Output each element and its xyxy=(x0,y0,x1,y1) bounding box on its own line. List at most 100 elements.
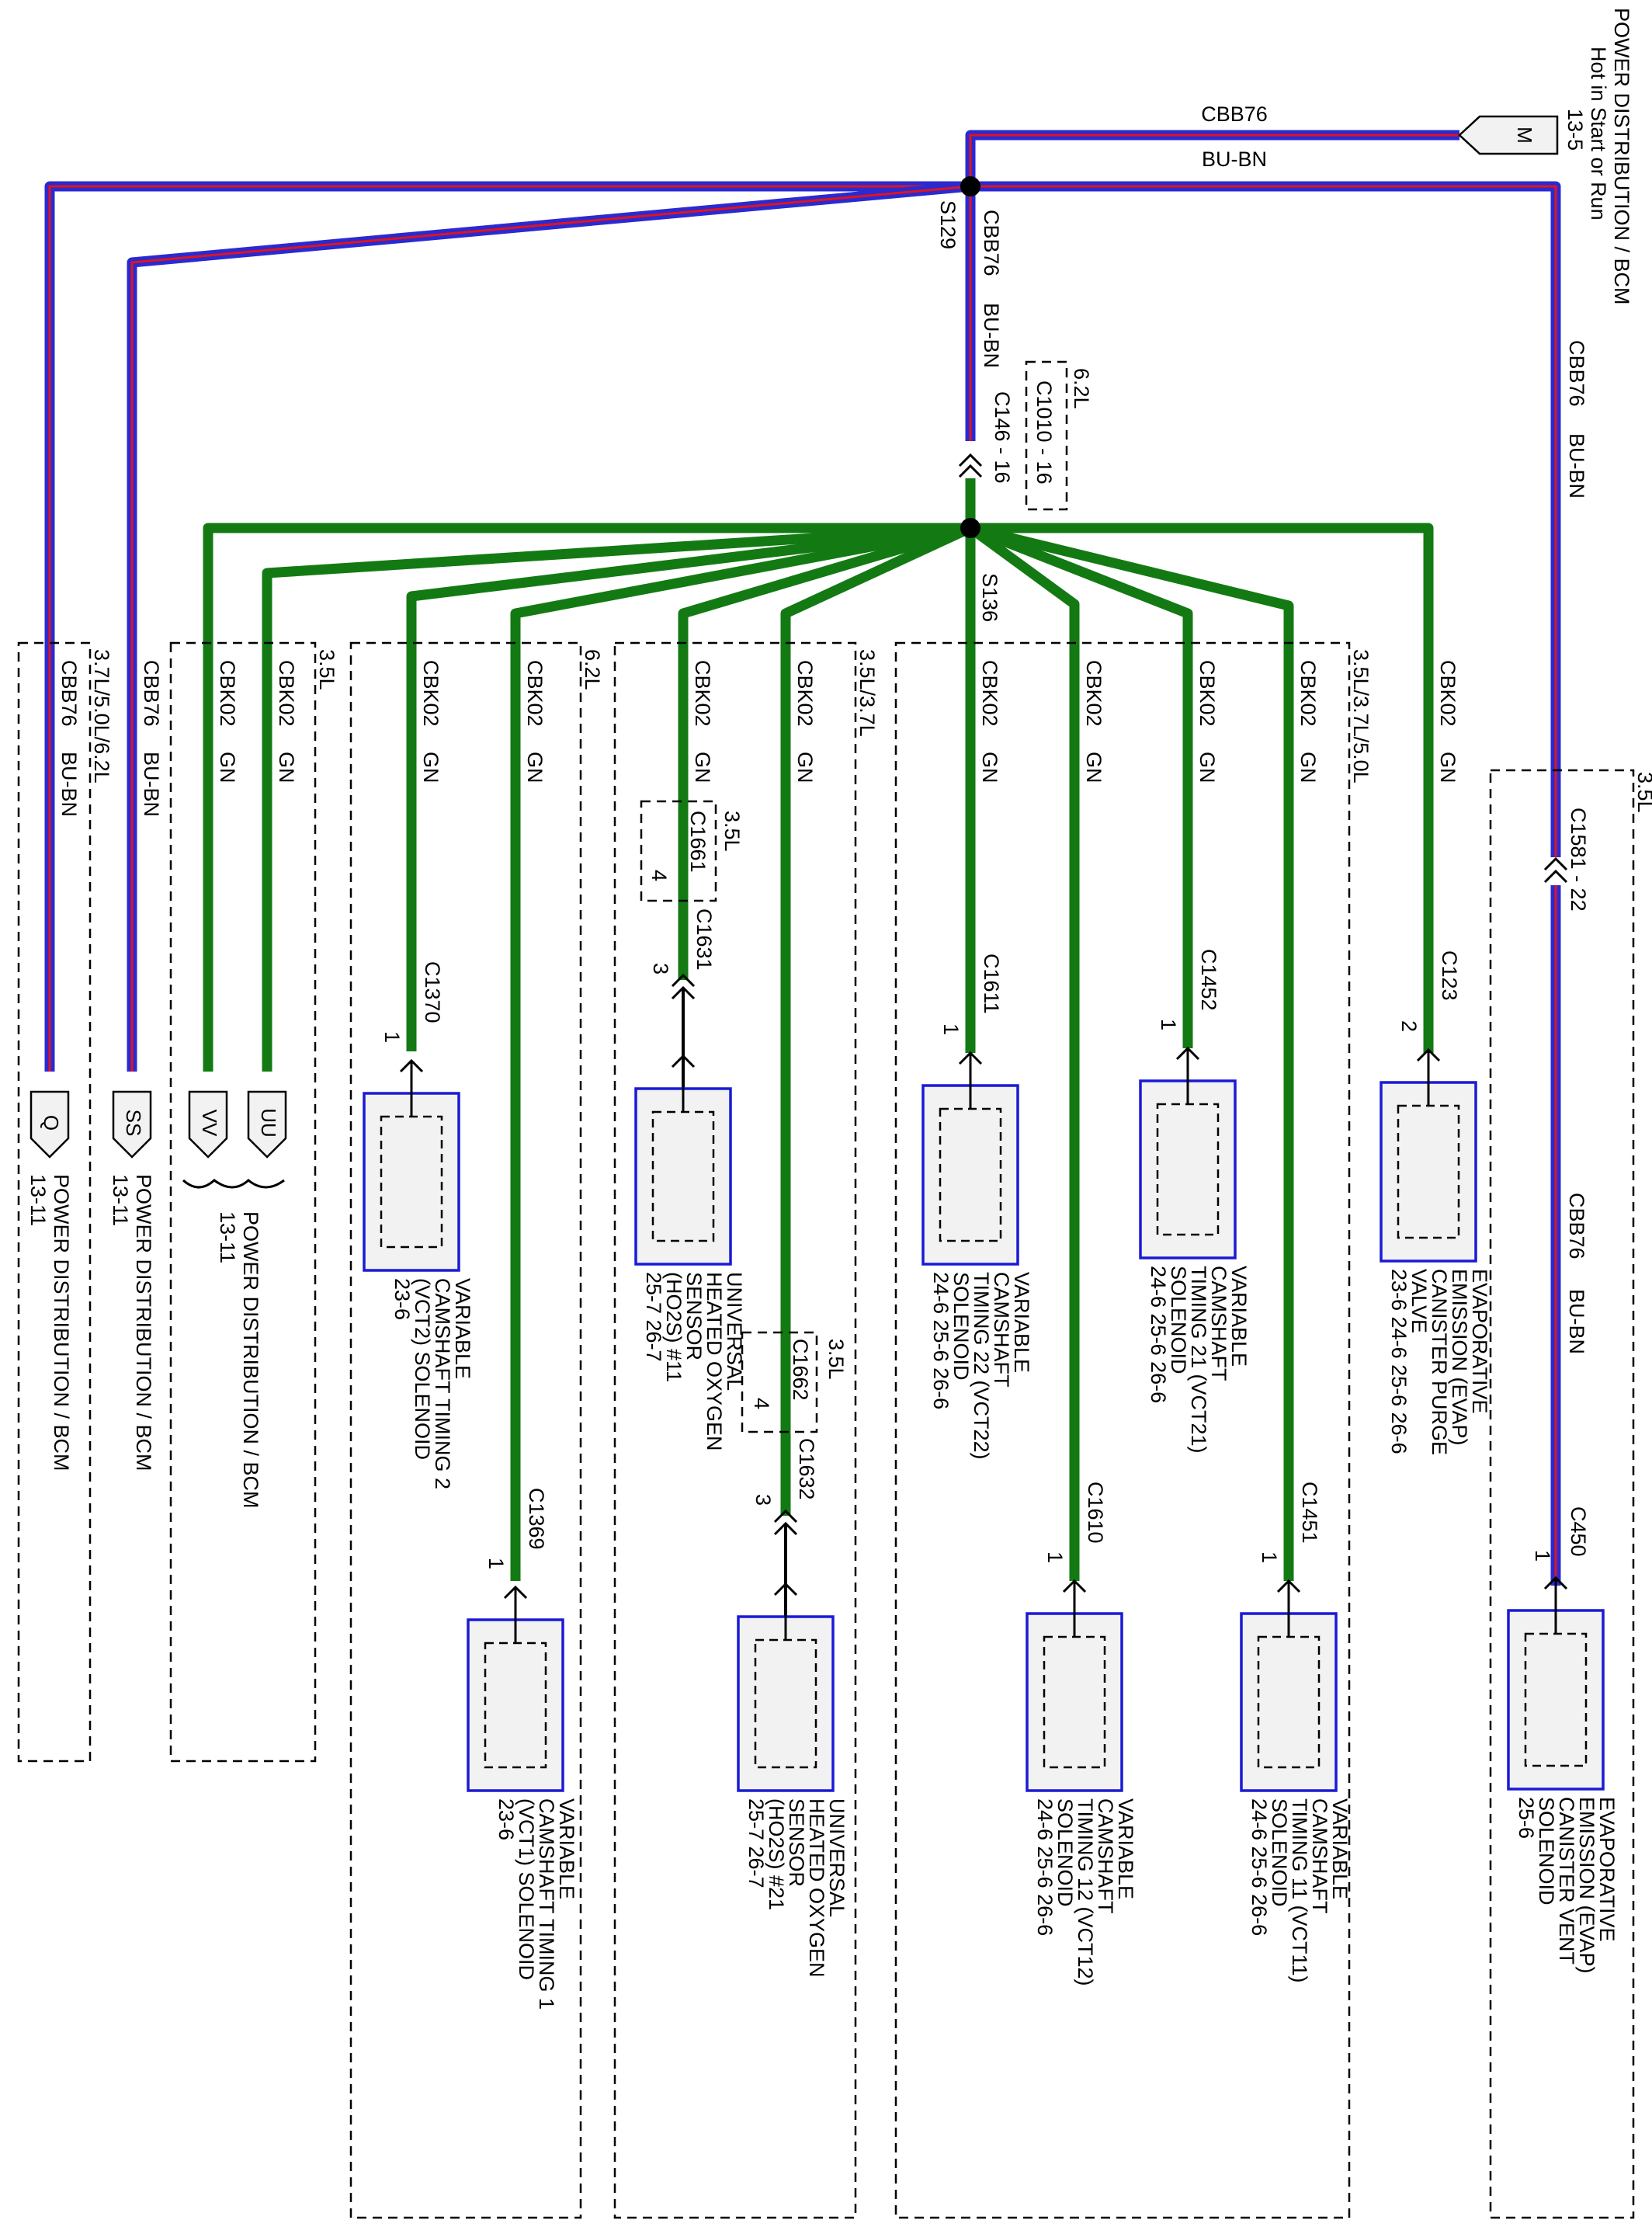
splice-s129-dot xyxy=(960,176,980,196)
component-label-line: TIMING 11 (VCT11) xyxy=(1288,1798,1311,1983)
component-label-line: SOLENOID xyxy=(949,1272,973,1381)
engine-box-5 xyxy=(894,641,1351,2219)
wire-cbk02-vct2 xyxy=(406,523,971,1051)
branch-4-circuit: CBK02 xyxy=(419,660,442,727)
component-pin-number: 1 xyxy=(380,1031,404,1043)
connector-uu-letter: UU xyxy=(257,1108,280,1138)
label-main-circuit: CBB76 xyxy=(980,210,1003,276)
wire-cbb76-top xyxy=(965,130,1459,186)
component-connector-name: C123 xyxy=(1438,950,1461,1001)
connector-vv-letter: VV xyxy=(198,1110,221,1137)
title-line2: Hot in Start or Run xyxy=(1587,47,1610,221)
branch-4-color: GN xyxy=(419,752,442,783)
label-s129: S129 xyxy=(936,200,960,249)
shared-label-ref: 13-11 xyxy=(216,1211,239,1263)
c1661-name: C1661 xyxy=(686,811,710,873)
component-label-line: SOLENOID xyxy=(1535,1797,1558,1906)
component-label-line: HEATED OXYGEN xyxy=(805,1798,828,1978)
connector-q: Q xyxy=(30,1090,70,1159)
component-pin-number: 2 xyxy=(1397,1020,1421,1032)
component-label-line: EVAPORATIVE xyxy=(1595,1797,1619,1942)
component-label-line: HEATED OXYGEN xyxy=(703,1272,726,1451)
connector-ss-letter: SS xyxy=(122,1110,145,1137)
splice-s136-dot xyxy=(960,518,980,538)
c1662-pin: 4 xyxy=(750,1398,773,1409)
title-block: POWER DISTRIBUTION / BCM Hot in Start or… xyxy=(1564,8,1633,305)
component-label-line: SENSOR xyxy=(682,1272,706,1360)
component-label-line: TIMING 22 (VCT22) xyxy=(970,1272,993,1460)
component-label-line: VARIABLE xyxy=(1227,1266,1251,1367)
branch-0-color: BU-BN xyxy=(57,752,81,817)
label-c146: C146 - 16 xyxy=(991,391,1014,484)
component-label-line: CAMSHAFT xyxy=(990,1272,1013,1388)
label-c1010: C1010 - 16 xyxy=(1032,380,1056,485)
wire-cbb76-right xyxy=(970,181,1561,857)
component-pin-number: 1 xyxy=(939,1023,963,1035)
engine-box-4-label: 3.5L/3.7L xyxy=(856,649,879,737)
branch-labels: CBB76 BU-BN CBB76 BU-BN CBK02 GN CBK02 G… xyxy=(57,660,1459,817)
wire-cbk02-vct12 xyxy=(967,523,1080,1581)
engine-box-1-label: 3.7L/5.0L/6.2L xyxy=(90,649,113,783)
component-pin-arrow xyxy=(1175,1046,1200,1061)
component-label-line: VARIABLE xyxy=(1114,1798,1137,1899)
component-pin-arrow xyxy=(671,1054,696,1068)
label-right-lower-color: BU-BN xyxy=(1565,1289,1588,1354)
engine-box-3 xyxy=(349,641,582,2219)
inline-c1661: C1661 3.5L 4 C1631 3 xyxy=(640,800,744,975)
branch-11-circuit: CBK02 xyxy=(1296,660,1320,727)
engine-box-2 xyxy=(169,641,317,1763)
component-body xyxy=(1139,1079,1237,1259)
label-c1010-engine: 6.2L xyxy=(1070,368,1093,409)
label-right-lower-circuit: CBB76 xyxy=(1565,1193,1588,1259)
label-top-circuit: CBB76 xyxy=(1201,102,1268,126)
wires-layer xyxy=(44,130,1561,1617)
component-connector-name: C1369 xyxy=(525,1488,548,1550)
branch-1-color: BU-BN xyxy=(140,752,163,817)
title-line1: POWER DISTRIBUTION / BCM xyxy=(1610,8,1633,305)
label-right-color: BU-BN xyxy=(1565,433,1588,499)
engine-box-4 xyxy=(613,641,857,2219)
component-label-line: CAMSHAFT TIMING 1 xyxy=(535,1798,558,2010)
component-label-line: 25-7 26-7 xyxy=(744,1798,768,1888)
branch-9-circuit: CBK02 xyxy=(1082,660,1105,727)
component-body xyxy=(1380,1081,1477,1263)
component-label-line: 25-6 xyxy=(1515,1797,1538,1839)
component-label-line: SOLENOID xyxy=(1053,1798,1077,1907)
component-label-line: VARIABLE xyxy=(1328,1798,1352,1899)
branch-1-circuit: CBB76 xyxy=(140,660,163,727)
c1631-pin: 3 xyxy=(649,963,672,975)
branch-0-circuit: CBB76 xyxy=(57,660,81,727)
component-pin-arrow xyxy=(1276,1579,1301,1593)
component-label-line: VALVE xyxy=(1407,1269,1431,1333)
wire-cbb76-main-bus xyxy=(44,181,970,1072)
left-connectors: Q SS VV UU POWER DISTRIBUTION / BCM 13-1… xyxy=(26,1090,287,1509)
component-label-line: CANISTER VENT xyxy=(1555,1797,1578,1965)
engine-box-6-label: 3.5L xyxy=(1633,772,1652,813)
c1662-engine: 3.5L xyxy=(824,1339,848,1380)
component-label-line: (VCT1) SOLENOID xyxy=(515,1798,538,1980)
component-label-line: 23-6 24-6 25-6 26-6 xyxy=(1387,1269,1411,1454)
shared-label-text: POWER DISTRIBUTION / BCM xyxy=(239,1211,262,1509)
component-label-line: SENSOR xyxy=(785,1798,808,1887)
branch-10-circuit: CBK02 xyxy=(1196,660,1219,727)
branch-10-color: GN xyxy=(1196,752,1219,783)
engine-boxes: 3.7L/5.0L/6.2L 3.5L 6.2L 3.5L/3.7L 3.5L/… xyxy=(17,641,1652,2219)
label-c1581: C1581 - 22 xyxy=(1567,808,1590,912)
inline-connector-chevrons xyxy=(671,453,1568,1536)
c1661-pin: 4 xyxy=(647,870,671,881)
label-c450: C450 xyxy=(1567,1506,1590,1557)
c1662-name: C1662 xyxy=(789,1339,812,1401)
component-label-line: CAMSHAFT xyxy=(1094,1798,1117,1914)
wire-cbk02-ho2s21 xyxy=(780,523,973,1516)
branch-3-color: GN xyxy=(275,752,298,783)
component-connector-name: C1610 xyxy=(1084,1482,1107,1544)
component-pin-arrow xyxy=(1543,1576,1568,1590)
component-pin-number: 1 xyxy=(484,1558,508,1569)
component-pin-arrow xyxy=(1062,1579,1087,1593)
